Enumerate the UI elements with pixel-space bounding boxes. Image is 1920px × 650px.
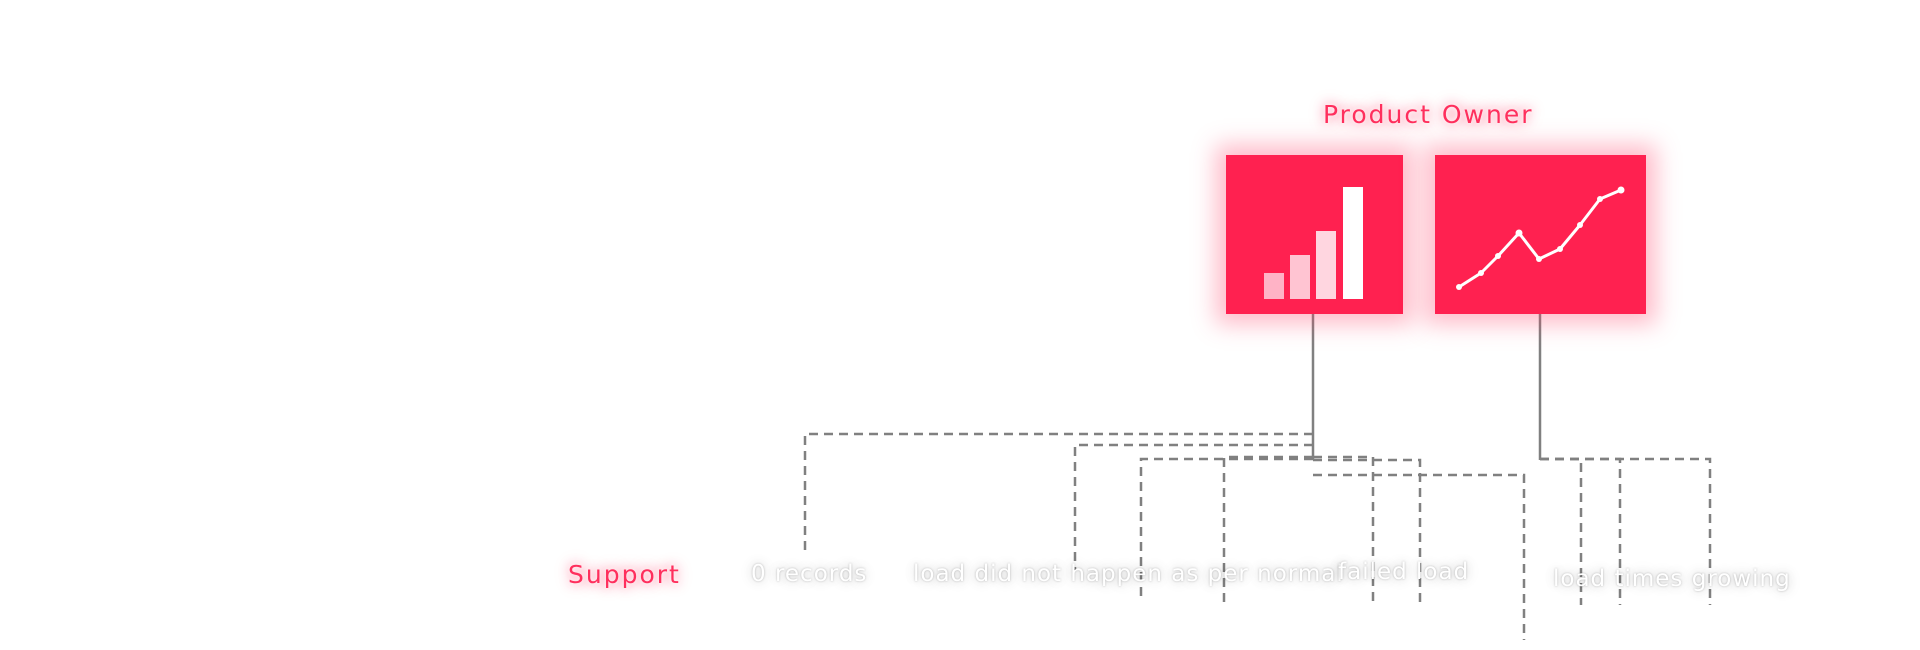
connector-dashed [1222, 455, 1313, 602]
connector-dashed [1540, 457, 1712, 605]
connector-dashed [1313, 458, 1422, 602]
load-not-normal-label: load did not happen as per normal [913, 561, 1344, 587]
connector-dashed [1540, 457, 1583, 605]
line-chart-panel[interactable] [1435, 155, 1646, 314]
connector-dashed [1139, 457, 1313, 602]
failed-load-label: failed load [1338, 559, 1470, 585]
connector-dashed [1073, 443, 1313, 570]
load-times-growing-label: load times growing [1553, 566, 1791, 592]
connector-dashed [1313, 473, 1526, 640]
line-chart-icon [1456, 186, 1625, 290]
zero-records-label: 0 records [751, 561, 868, 587]
support-label: Support [568, 560, 681, 589]
bar-chart-panel[interactable] [1226, 155, 1403, 314]
bar-chart-icon [1264, 187, 1363, 299]
connector-dashed [803, 432, 1313, 555]
connector-dashed [1313, 455, 1375, 602]
product-owner-label: Product Owner [1323, 100, 1534, 129]
